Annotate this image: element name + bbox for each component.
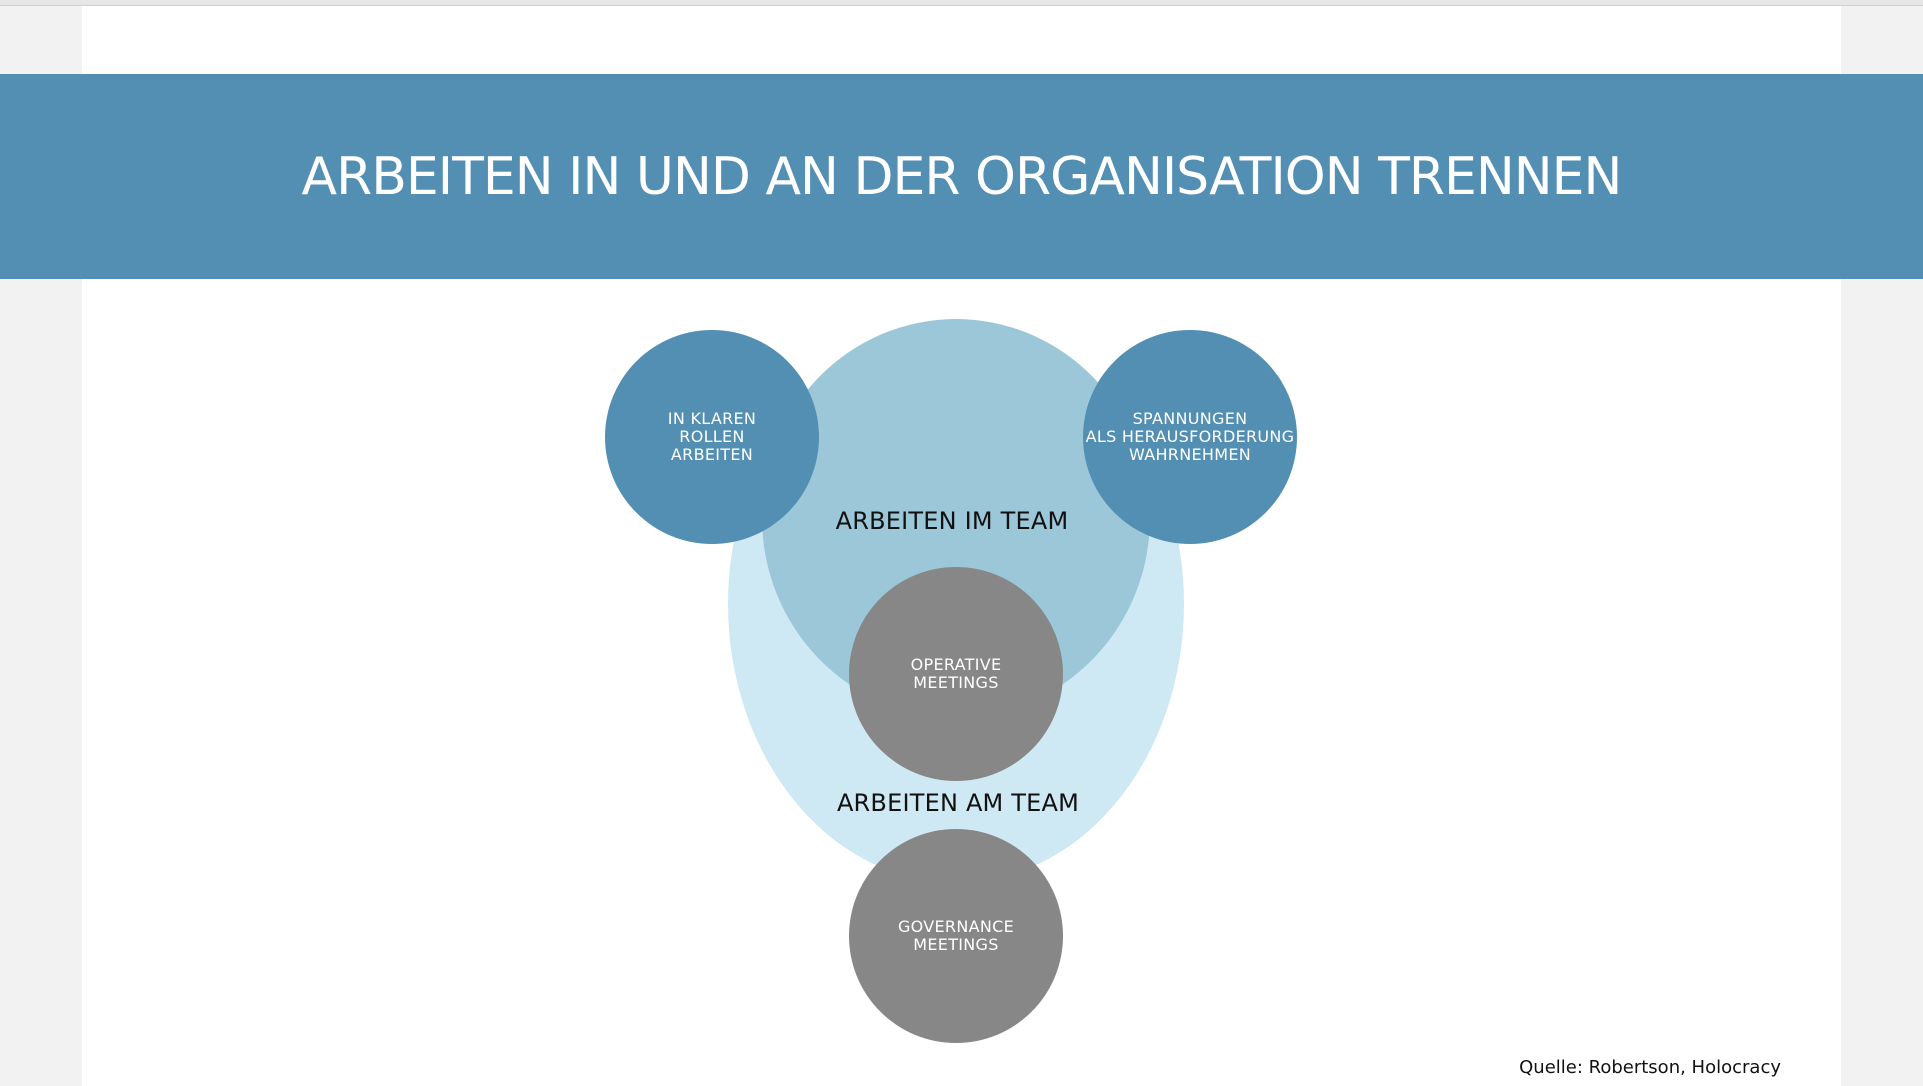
source-citation: Quelle: Robertson, Holocracy [1519,1057,1781,1078]
tensions-node-shape [1083,330,1297,544]
operative-node-label: OPERATIVE MEETINGS [910,655,1002,692]
window-top-edge [0,0,1923,6]
outer-zone-label: ARBEITEN AM TEAM [836,789,1080,817]
inner-zone-shape [762,319,1150,717]
slide-title: ARBEITEN IN UND AN DER ORGANISATION TREN… [301,146,1623,207]
roles-node-shape [605,330,819,544]
roles-node-label: IN KLAREN ROLLEN ARBEITEN [667,409,757,464]
governance-node-label: GOVERNANCE MEETINGS [897,917,1015,954]
tensions-node-label: SPANNUNGEN ALS HERAUSFORDERUNG WAHRNEHME… [1085,409,1295,464]
inner-zone-label: ARBEITEN IM TEAM [835,507,1069,535]
governance-node-shape [849,829,1063,1043]
title-banner: ARBEITEN IN UND AN DER ORGANISATION TREN… [0,74,1923,279]
operative-node-shape [849,567,1063,781]
